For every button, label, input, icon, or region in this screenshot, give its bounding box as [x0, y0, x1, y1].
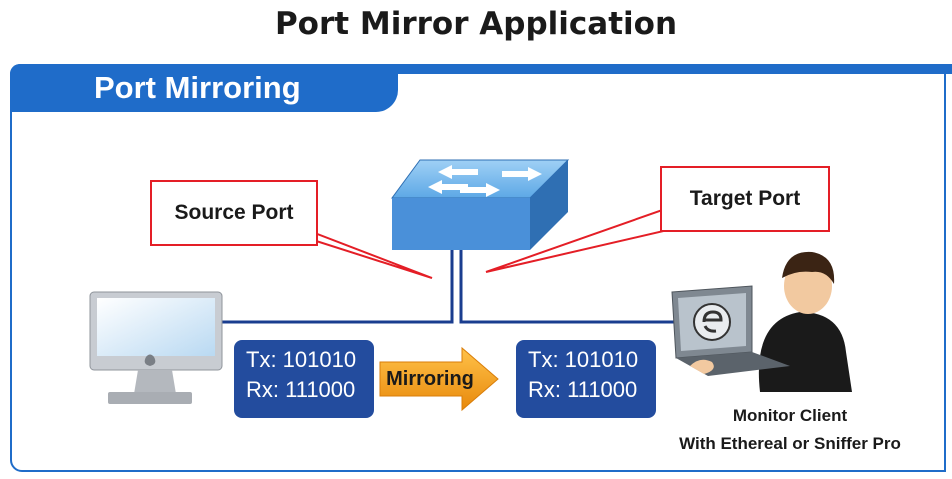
monitor-client-icon [671, 251, 852, 392]
target-port-label: Target Port [689, 187, 801, 210]
source-port-label: Source Port [174, 201, 294, 224]
network-cables [222, 250, 680, 324]
target-tx: Tx: 101010 [528, 347, 639, 372]
page-title: Port Mirror Application [274, 6, 678, 42]
monitor-client-label: Monitor Client [732, 406, 848, 425]
mirroring-arrow [379, 346, 499, 412]
target-data-box: Tx: 101010 Rx: 111000 [516, 340, 656, 418]
source-rx: Rx: 111000 [246, 377, 356, 402]
frame-top-bar [10, 64, 952, 74]
monitor-client-sublabel: With Ethereal or Sniffer Pro [679, 434, 901, 453]
source-data-box: Tx: 101010 Rx: 111000 [234, 340, 374, 418]
header-tab [10, 64, 398, 112]
computer-icon [89, 291, 223, 404]
mirroring-label: Mirroring [386, 368, 474, 390]
source-tx: Tx: 101010 [246, 347, 357, 372]
target-rx: Rx: 111000 [528, 377, 638, 402]
switch-icon [391, 159, 570, 250]
source-port-callout: Source Port [150, 180, 318, 246]
target-port-callout: Target Port [660, 166, 830, 232]
header-title: Port Mirroring [94, 70, 301, 105]
